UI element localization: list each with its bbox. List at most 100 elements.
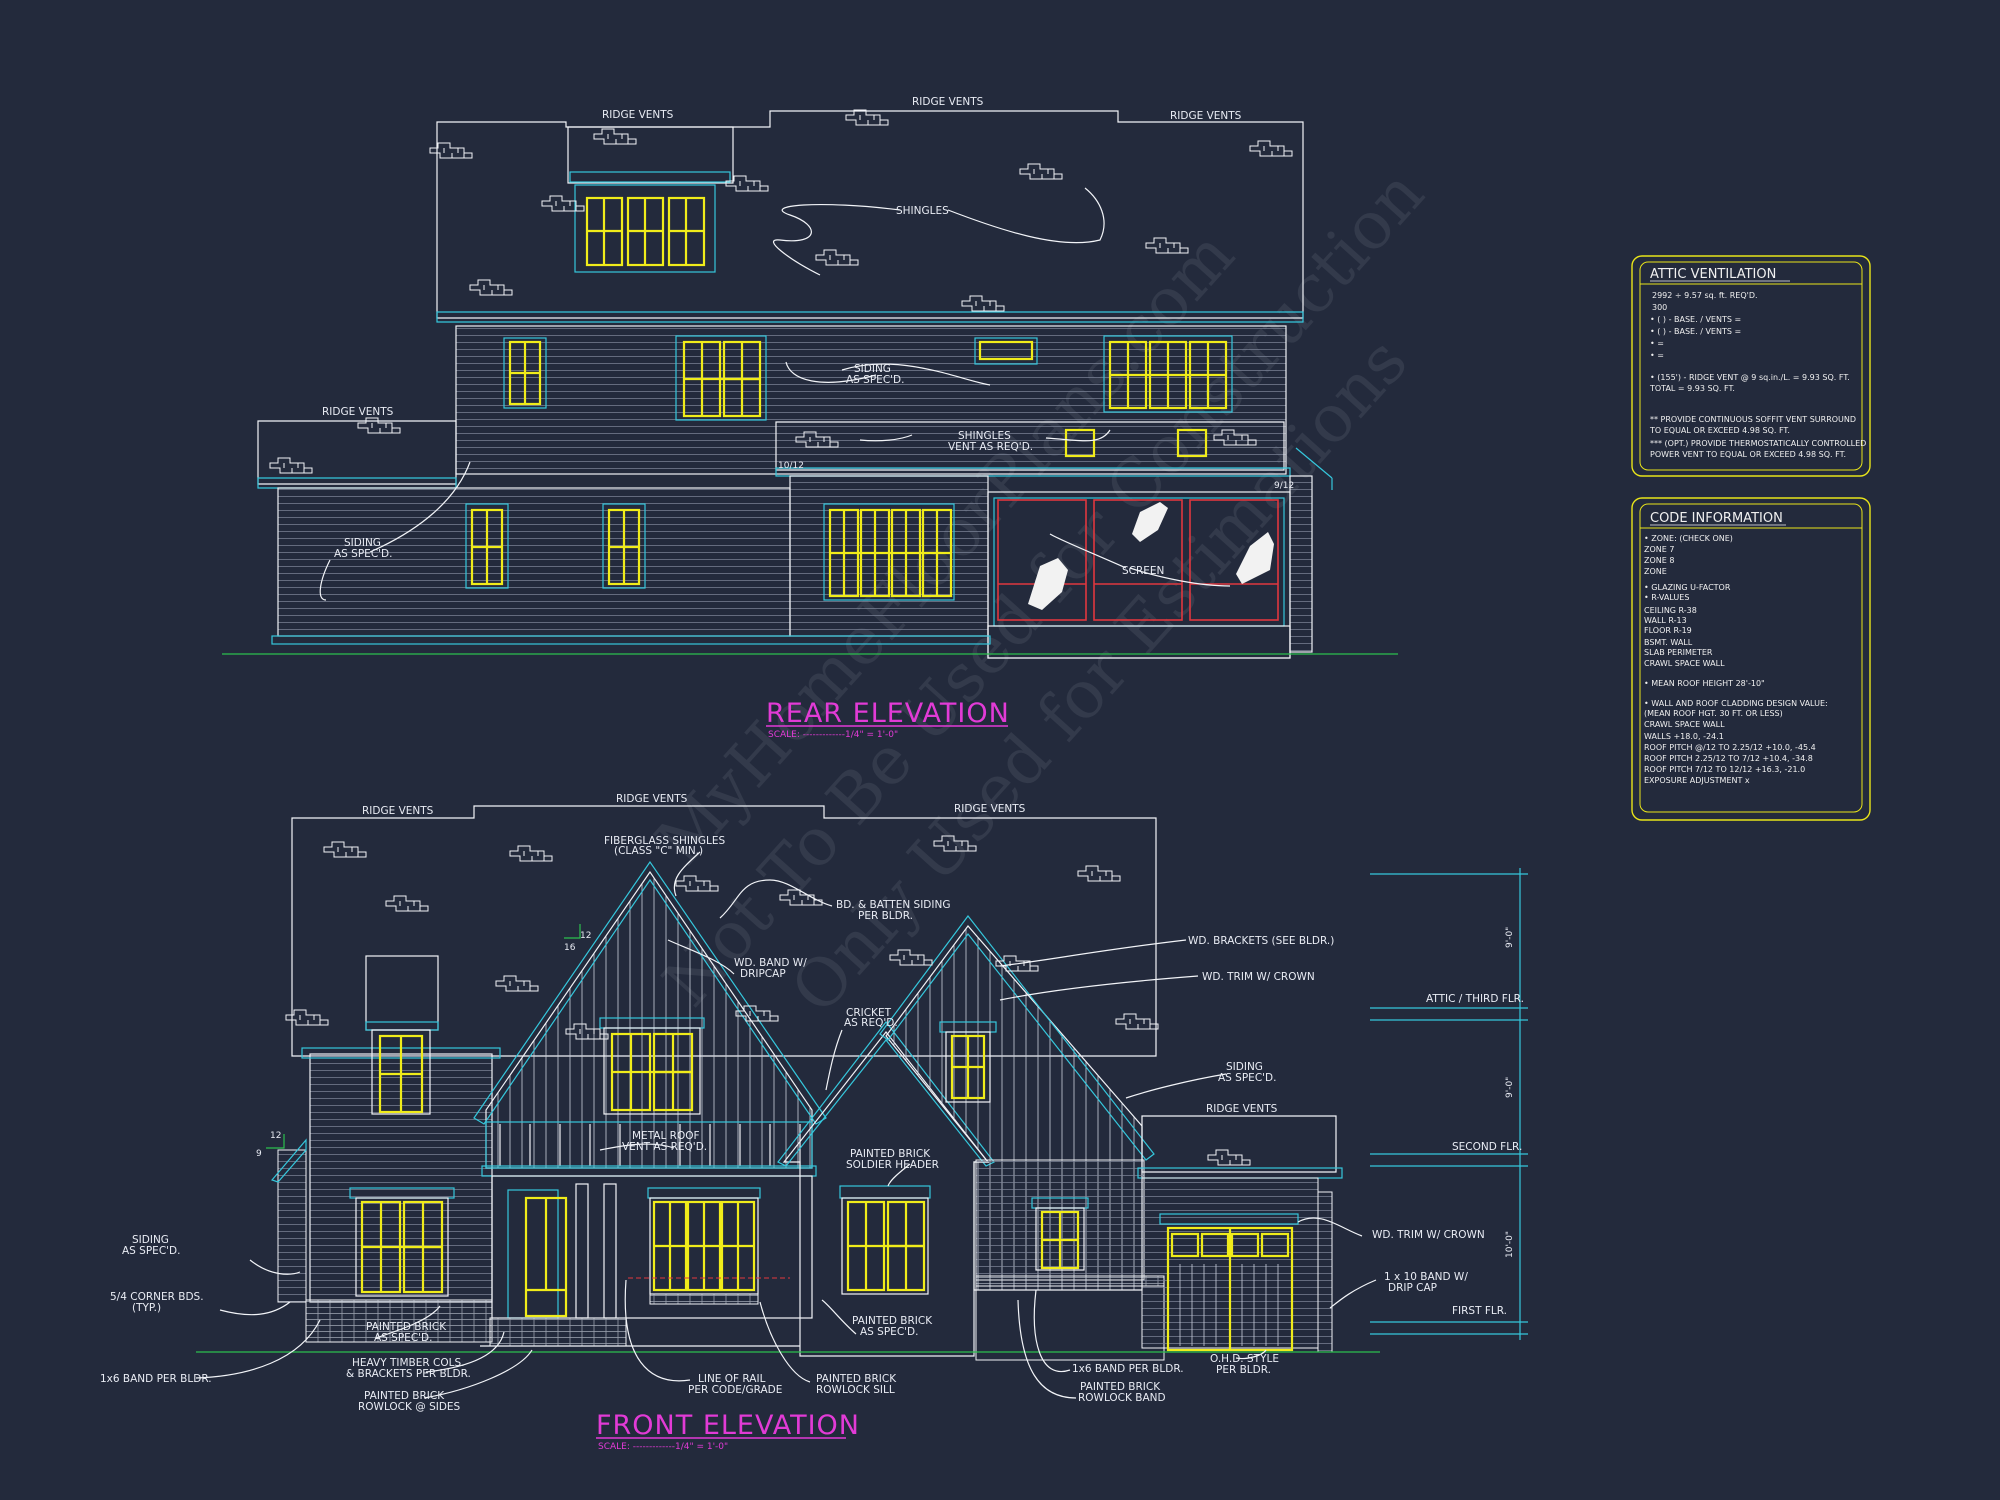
rear-shingles-vent-a: SHINGLES [958,430,1011,442]
rear-ridge-vents-2: RIDGE VENTS [912,96,984,108]
attic-line-1: 300 [1652,303,1667,312]
attic-line-2: • ( ) - BASE. / VENTS = [1650,315,1741,324]
rear-siding-label-b: AS SPEC'D. [846,374,904,386]
front-cricket-a: CRICKET [846,1007,892,1019]
front-wd-band-b: DRIPCAP [740,968,786,980]
code-line-18: ROOF PITCH 2.25/12 TO 7/12 +10.4, -34.8 [1644,754,1813,763]
front-metal-roof-a: METAL ROOF [632,1130,700,1142]
code-line-13: • WALL AND ROOF CLADDING DESIGN VALUE: [1644,699,1828,708]
attic-line-10: *** (OPT.) PROVIDE THERMOSTATICALLY CONT… [1650,439,1866,448]
level-second: SECOND FLR. [1452,1141,1522,1153]
front-left-siding-b: AS SPEC'D. [122,1245,180,1257]
code-line-7: WALL R-13 [1644,616,1687,625]
attic-line-11: POWER VENT TO EQUAL OR EXCEED 4.98 SQ. F… [1650,450,1846,459]
front-elevation-title: FRONT ELEVATION [596,1410,860,1441]
code-line-6: CEILING R-38 [1644,606,1697,615]
rear-shingles-vent-b: VENT AS REQ'D. [948,441,1033,453]
front-cricket-b: AS REQ'D. [844,1017,898,1029]
front-sill-b: ROWLOCK SILL [816,1384,895,1396]
front-corner-b: (TYP.) [132,1302,161,1314]
front-elevation: RIDGE VENTS RIDGE VENTS RIDGE VENTS RIDG… [100,793,1528,1452]
front-bb-siding-a: BD. & BATTEN SIDING [836,899,950,911]
code-line-0: • ZONE: (CHECK ONE) [1644,534,1733,543]
rear-elevation-title: REAR ELEVATION [766,698,1010,729]
rear-pitch-1: 10/12 [778,461,804,471]
code-line-14: (MEAN ROOF HGT. 30 FT. OR LESS) [1644,709,1783,718]
dim-first: 10'-0" [1505,1231,1515,1258]
front-band-1x6-b: 1x6 BAND PER BLDR. [1072,1363,1184,1375]
front-ohd-b: PER BLDR. [1216,1364,1271,1376]
front-rband-a: PAINTED BRICK [1080,1381,1161,1393]
front-pbs-a: PAINTED BRICK [852,1315,933,1327]
code-line-12: • MEAN ROOF HEIGHT 28'-10" [1644,679,1765,688]
level-first: FIRST FLR. [1452,1305,1507,1317]
front-band-1x6: 1x6 BAND PER BLDR. [100,1373,212,1385]
front-ridge-vents-4: RIDGE VENTS [1206,1103,1278,1115]
front-rowlock-a: PAINTED BRICK [364,1390,445,1402]
rear-ridge-vents-1: RIDGE VENTS [602,109,674,121]
front-metal-roof-b: VENT AS REQ'D. [622,1141,707,1153]
front-ridge-vents-2: RIDGE VENTS [616,793,688,805]
rear-ridge-vents-4: RIDGE VENTS [322,406,394,418]
attic-line-9: TO EQUAL OR EXCEED 4.98 SQ. FT. [1649,426,1790,435]
front-soldier-b: SOLDIER HEADER [846,1159,939,1171]
attic-line-6: • (155') - RIDGE VENT @ 9 sq.in./L. = 9.… [1650,373,1850,382]
front-wd-band-a: WD. BAND W/ [734,957,807,969]
front-sill-a: PAINTED BRICK [816,1373,897,1385]
pitch-9: 9 [256,1149,262,1159]
attic-line-3: • ( ) - BASE. / VENTS = [1650,327,1741,336]
front-drip-b: DRIP CAP [1388,1282,1437,1294]
code-line-1: ZONE 7 [1644,545,1674,554]
front-siding-a: SIDING [1226,1061,1263,1073]
front-drip-a: 1 x 10 BAND W/ [1384,1271,1468,1283]
code-line-8: FLOOR R-19 [1644,626,1692,635]
pitch-12-b: 12 [270,1131,281,1141]
attic-ventilation-title: ATTIC VENTILATION [1650,267,1776,282]
front-rowlock-b: ROWLOCK @ SIDES [358,1401,461,1413]
attic-line-0: 2992 ÷ 9.57 sq. ft. REQ'D. [1652,291,1758,300]
pitch-16: 16 [564,943,576,953]
code-line-3: ZONE [1644,567,1667,576]
front-rail-a: LINE OF RAIL [698,1373,766,1385]
front-ohd-a: O.H.D. STYLE [1210,1353,1279,1365]
code-information-panel: CODE INFORMATION • ZONE: (CHECK ONE) ZON… [1631,497,1871,821]
front-fiberglass-b: (CLASS "C" MIN.) [614,845,703,857]
rear-shingles-label: SHINGLES [896,205,949,217]
dim-attic: 9'-0" [1505,927,1515,948]
front-fiberglass-a: FIBERGLASS SHINGLES [604,835,725,847]
code-line-16: WALLS +18.0, -24.1 [1644,732,1724,741]
attic-line-7: TOTAL = 9.93 SQ. FT. [1649,384,1735,393]
code-line-4: • GLAZING U-FACTOR [1644,583,1731,592]
front-corner-a: 5/4 CORNER BDS. [110,1291,204,1303]
code-information-title: CODE INFORMATION [1650,511,1783,526]
front-timber-a: HEAVY TIMBER COLS. [352,1357,464,1369]
front-soldier-a: PAINTED BRICK [850,1148,931,1160]
level-attic: ATTIC / THIRD FLR. [1426,993,1524,1005]
rear-elevation-scale: SCALE: -------------1/4" = 1'-0" [768,730,898,740]
code-line-10: SLAB PERIMETER [1644,648,1713,657]
front-trim-crown-2: WD. TRIM W/ CROWN [1372,1229,1485,1241]
front-ridge-vents-3: RIDGE VENTS [954,803,1026,815]
rear-siding-label-a: SIDING [854,363,891,375]
front-rail-b: PER CODE/GRADE [688,1384,782,1396]
code-line-20: EXPOSURE ADJUSTMENT x [1644,776,1750,785]
front-ridge-vents-1: RIDGE VENTS [362,805,434,817]
front-pb-b: AS SPEC'D. [374,1332,432,1344]
front-wd-trim-crown: WD. TRIM W/ CROWN [1202,971,1315,983]
rear-pitch-2: 9/12 [1274,481,1294,491]
attic-line-8: ** PROVIDE CONTINUOUS SOFFIT VENT SURROU… [1650,415,1856,424]
attic-line-5: • = [1650,351,1664,360]
front-siding-b: AS SPEC'D. [1218,1072,1276,1084]
code-line-9: BSMT. WALL [1644,638,1693,647]
front-elevation-scale: SCALE: -------------1/4" = 1'-0" [598,1442,728,1452]
rear-screen-label: SCREEN [1122,565,1164,577]
front-pb-a: PAINTED BRICK [366,1321,447,1333]
front-bb-siding-b: PER BLDR. [858,910,913,922]
front-wd-brackets: WD. BRACKETS (SEE BLDR.) [1188,935,1334,947]
code-line-2: ZONE 8 [1644,556,1674,565]
code-line-17: ROOF PITCH @/12 TO 2.25/12 +10.0, -45.4 [1644,743,1816,752]
attic-line-4: • = [1650,339,1664,348]
front-left-siding-a: SIDING [132,1234,169,1246]
attic-ventilation-panel: ATTIC VENTILATION 2992 ÷ 9.57 sq. ft. RE… [1631,255,1871,477]
